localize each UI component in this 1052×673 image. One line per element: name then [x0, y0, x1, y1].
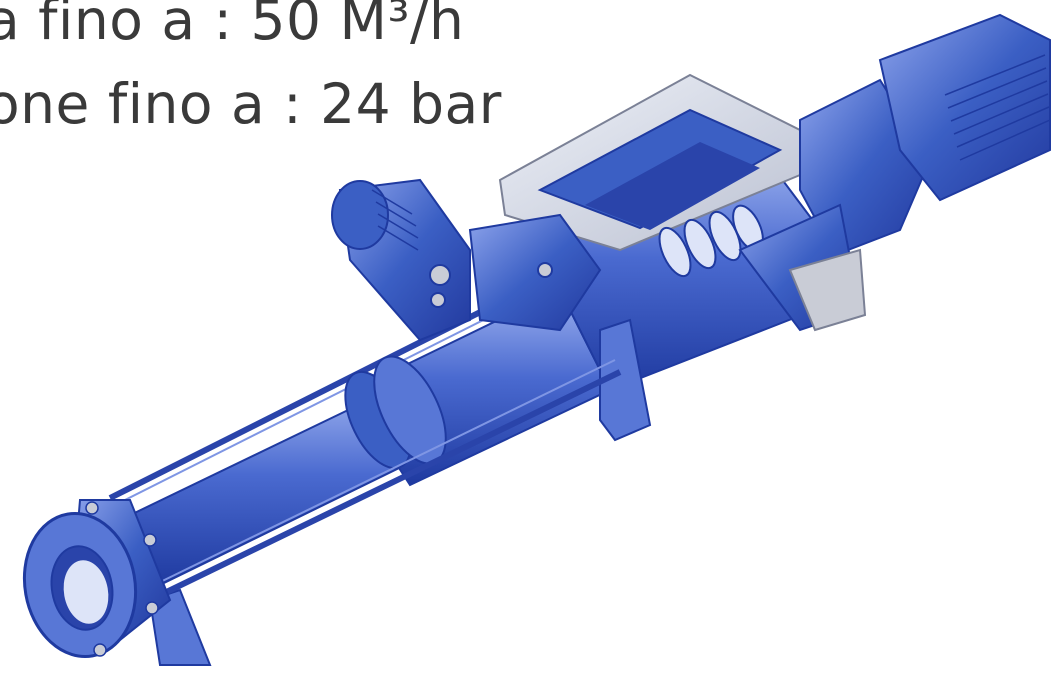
auxiliary-motor	[331, 178, 602, 342]
flow-rate-text: a fino a : 50 M³/h	[0, 0, 465, 52]
stator-barrel	[118, 288, 612, 587]
tie-rods-front	[147, 359, 622, 603]
spec-text-block: a fino a : 50 M³/h one fino a : 24 bar	[0, 0, 546, 146]
pressure-text: one fino a : 24 bar	[0, 72, 502, 136]
drive-motor	[738, 13, 1051, 332]
outlet-flange	[22, 499, 172, 659]
